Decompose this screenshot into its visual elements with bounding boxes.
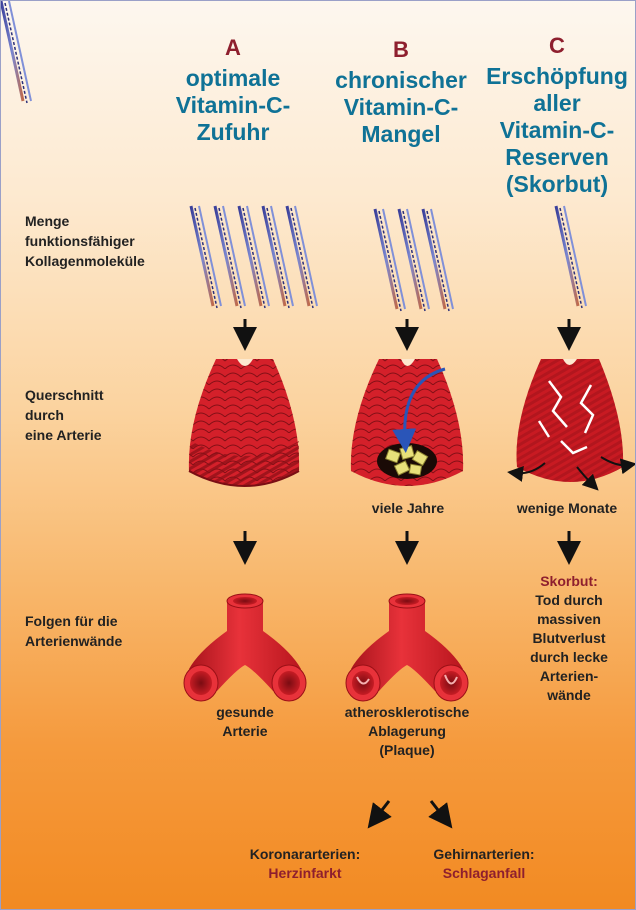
time-label-b: viele Jahre [333,499,483,518]
bottom-right-outcome: Gehirnarterien: Schlaganfall [419,845,549,883]
outcome-c: Skorbut: Tod durch massiven Blutverlust … [507,572,631,705]
outcome-b: atherosklerotische Ablagerung (Plaque) [327,703,487,760]
outcome-line: (Plaque) [327,741,487,760]
bottom-left-label: Koronararterien: [235,845,375,864]
outcome-line: gesunde [185,703,305,722]
outcome-line: wände [507,686,631,705]
arrow-icon [375,801,445,819]
bottom-left-outcome: Koronararterien: Herzinfarkt [235,845,375,883]
arrow-icon [245,319,569,339]
outcome-line: Ablagerung [327,722,487,741]
artery-cross-section-b [351,359,463,486]
outcome-line: Tod durch [507,591,631,610]
arrow-icon [245,531,569,553]
outcome-line: Arterien- [507,667,631,686]
bottom-left-value: Herzinfarkt [235,864,375,883]
artery-bifurcation-a [184,594,306,701]
outcome-line: Arterie [185,722,305,741]
artery-bifurcation-b [346,594,468,701]
outcome-line: Blutverlust [507,629,631,648]
bottom-right-value: Schlaganfall [419,864,549,883]
outcome-line: durch lecke [507,648,631,667]
collagen-fibers-c [556,206,586,308]
time-label-c: wenige Monate [497,499,636,518]
outcome-c-heading: Skorbut: [507,572,631,591]
collagen-fibers-b [375,209,453,311]
outcome-a: gesunde Arterie [185,703,305,741]
artery-cross-section-c [515,359,629,485]
artery-cross-section-a [189,359,299,486]
outcome-line: massiven [507,610,631,629]
collagen-fibers-a [1,1,317,308]
bottom-right-label: Gehirnarterien: [419,845,549,864]
outcome-line: atherosklerotische [327,703,487,722]
